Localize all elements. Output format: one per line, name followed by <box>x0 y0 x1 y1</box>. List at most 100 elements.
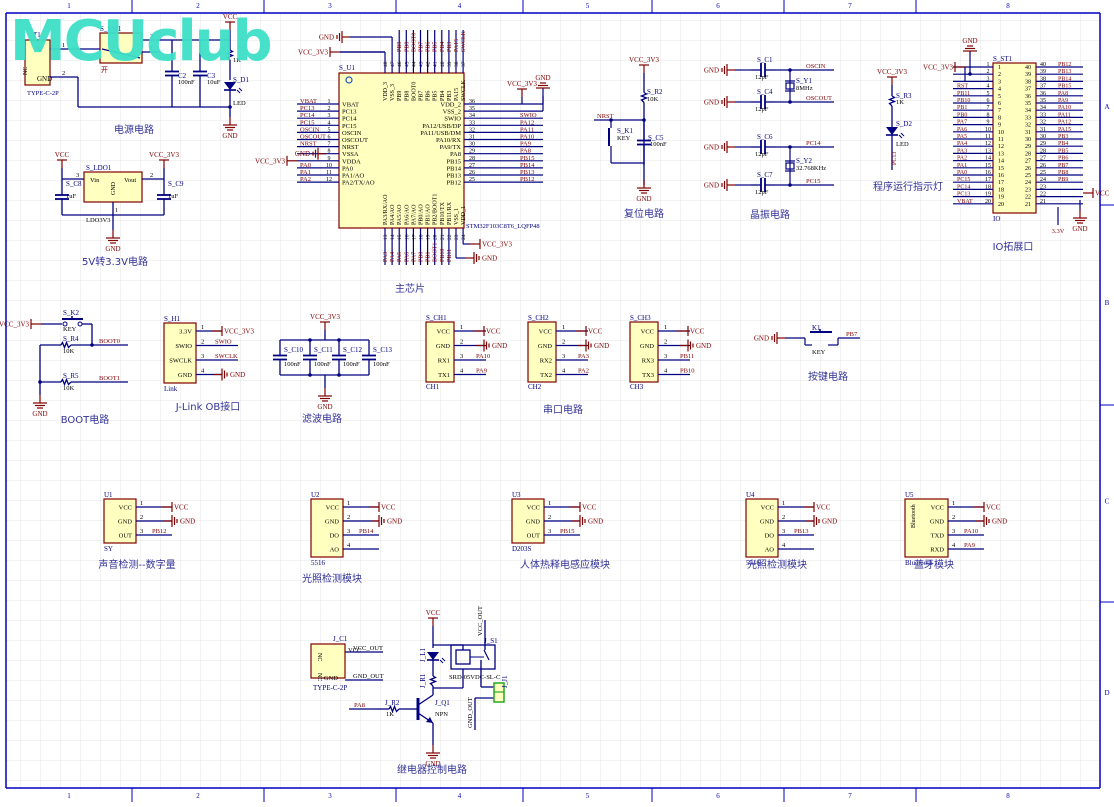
pin-name: 7 <box>998 108 1001 114</box>
power-label: VCC <box>174 504 189 512</box>
module-body <box>904 498 949 558</box>
designator-label: 10uF <box>207 79 221 86</box>
pin-number: 9 <box>987 120 990 126</box>
pin-number: 20 <box>433 234 439 240</box>
ldo-body <box>83 171 143 203</box>
net-label: PA9 <box>1058 98 1068 104</box>
resistor-icon <box>40 377 92 387</box>
designator-label: S_C8 <box>66 180 82 188</box>
power-label: VCC_3V3 <box>482 241 512 249</box>
net-label: PA6 <box>404 252 410 262</box>
ground-label: GND <box>222 132 237 140</box>
designator-label: KEY <box>812 349 826 356</box>
pin-name: 10 <box>998 130 1004 136</box>
pin-name: PC13 <box>342 109 356 116</box>
power-label: VCC_3V3 <box>298 49 328 57</box>
pin-name: OSCIN <box>342 130 362 137</box>
pin-name: VCC <box>326 505 339 512</box>
ground-label: GND <box>588 518 603 526</box>
pin-number: 19 <box>426 234 432 240</box>
pin-number: 1 <box>548 500 551 507</box>
net-label: VCC_OUT <box>353 645 383 652</box>
net-label: PB8 <box>1058 170 1068 176</box>
net-label: PB14 <box>359 528 374 535</box>
power-port-icon: VCC <box>162 502 189 512</box>
net-label: VBAT <box>957 199 973 205</box>
power-port-icon: VCC <box>570 502 597 512</box>
pin-name: 32 <box>1025 123 1031 129</box>
frame-column-label: 2 <box>196 792 200 800</box>
net-label: PB4 <box>1058 141 1068 147</box>
designator-label: U4 <box>746 491 755 499</box>
net-label: BOOT0 <box>411 33 417 52</box>
designator-label: S_C4 <box>757 88 773 96</box>
resistor-icon <box>639 85 649 110</box>
pin-name: GND <box>111 181 117 195</box>
pin-number: 2 <box>201 339 204 346</box>
pin-number: 7 <box>328 142 331 148</box>
power-port-icon: VCC_3V3 <box>255 155 297 166</box>
pin-name: 4 <box>998 87 1001 93</box>
designator-label: S_Y2 <box>796 157 812 165</box>
pin-name: PC15 <box>342 123 356 130</box>
designator-label: S_LDO1 <box>86 164 112 172</box>
power-port-icon: VCC_3V3 <box>212 326 254 336</box>
pin-name: PA12/USB/DP <box>422 123 461 130</box>
designator-label: S_H1 <box>164 315 180 323</box>
pin-number: 2 <box>782 514 785 521</box>
net-label: BOOT1 <box>99 375 120 382</box>
net-label: NRST <box>300 141 317 148</box>
pin-name: 35 <box>1025 101 1031 107</box>
pin-number: 35 <box>469 106 475 112</box>
pin-name: 18 <box>998 187 1004 193</box>
designator-label: S_R5 <box>63 372 79 380</box>
net-label: PA11 <box>520 126 534 133</box>
pin-number: 2 <box>150 172 153 179</box>
net-label: PA8 <box>354 702 365 709</box>
designator-label: J_Q1 <box>435 699 450 707</box>
pin-number: 38 <box>1040 76 1046 82</box>
res-zigzag <box>639 91 649 103</box>
relay-icon <box>450 644 496 670</box>
pin-number: 40 <box>1040 62 1046 68</box>
ground-label: GND <box>105 245 120 253</box>
designator-label: K1 <box>812 324 821 332</box>
frame-column-label: 4 <box>458 792 462 800</box>
led-ray <box>898 134 903 139</box>
res-zigzag <box>60 340 72 350</box>
ground-icon: GND <box>636 180 652 203</box>
ground-label: GND <box>425 760 440 768</box>
frame-row-label: D <box>1104 689 1109 697</box>
block-caption: 光照检测模块 <box>747 558 807 571</box>
net-label: PA10 <box>520 134 534 141</box>
type-c-connector <box>24 39 51 86</box>
resistor-icon <box>225 40 235 70</box>
switch-label: 开 <box>101 66 108 74</box>
pin-number: 15 <box>397 234 403 240</box>
junction-dot <box>968 72 972 76</box>
block-caption: J-Link OB接口 <box>175 400 241 413</box>
pin-name: VDD_1 <box>461 206 467 225</box>
ground-label: GND <box>704 67 719 75</box>
net-label: NRST <box>597 113 614 120</box>
designator-label: LED <box>896 141 909 148</box>
power-label: VCC_3V3 <box>255 157 285 165</box>
pin-name: 26 <box>1025 166 1031 172</box>
pin-number: 1 <box>201 324 204 331</box>
pin-number: 13 <box>985 148 991 154</box>
designator-label: S_U1 <box>339 64 355 72</box>
net-label: PB7 <box>419 42 425 52</box>
designator-label: S_C10 <box>284 346 304 354</box>
net-label: PC14 <box>806 140 821 147</box>
pin-number: 23 <box>1040 184 1046 190</box>
power-label: VCC <box>223 13 238 21</box>
net-label: PB12 <box>152 528 166 535</box>
pin-name: GND <box>760 519 774 526</box>
ground-label: GND <box>387 518 402 526</box>
designator-label: S_Y1 <box>796 77 812 85</box>
pin-number: 1 <box>952 500 955 507</box>
designator-label: T1 <box>33 31 41 39</box>
net-label: SWCLK <box>215 353 238 360</box>
